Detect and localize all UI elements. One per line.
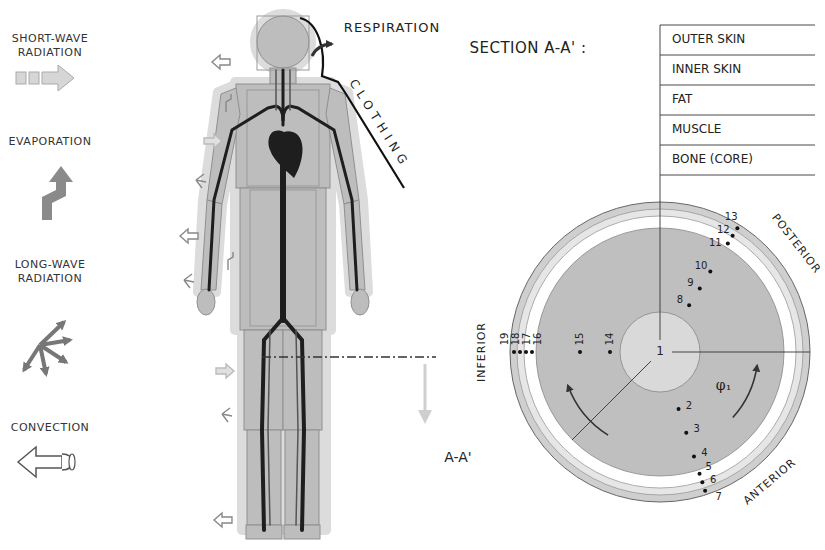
legend-text: CONVECTION [2, 421, 98, 435]
layer-name: BONE (CORE) [672, 153, 753, 166]
layer-name: MUSCLE [672, 123, 721, 136]
callout-number: 6 [710, 475, 716, 485]
section-dividers [572, 25, 810, 440]
segment-boxes [247, 16, 319, 326]
node-dot [687, 303, 691, 307]
callout-number: 5 [706, 462, 712, 472]
long-wave-icon [24, 322, 70, 374]
node-dot [735, 226, 739, 230]
layer-name: FAT [672, 93, 692, 106]
callout-number: 10 [695, 261, 708, 271]
callout-number: 16 [533, 333, 543, 346]
body-halo [198, 14, 368, 530]
node-dot [698, 472, 702, 476]
clothing-line [300, 18, 404, 188]
callout-number: 18 [511, 333, 521, 346]
callout-number: 17 [522, 333, 532, 346]
node-dot [698, 286, 702, 290]
callout-number: 8 [677, 295, 683, 305]
node-dot [700, 480, 704, 484]
process-label: RESPIRATION [344, 21, 440, 35]
node-dot [684, 431, 688, 435]
angle-symbol: φ₁ [716, 378, 731, 393]
node-points [512, 226, 739, 493]
respiration-arrow [312, 44, 332, 56]
node-dot [518, 350, 522, 354]
layer-name: OUTER SKIN [672, 33, 745, 46]
callout-number: 11 [709, 238, 722, 248]
short-wave-icon [16, 65, 74, 91]
arteries [209, 70, 357, 530]
evaporation-icon [42, 166, 73, 220]
section-label: A-A' [444, 450, 471, 465]
exchange-glyphs [180, 55, 234, 527]
node-dot [512, 350, 516, 354]
layer-name: INNER SKIN [672, 63, 741, 76]
callout-number: 13 [725, 212, 738, 222]
callout-number: 9 [687, 278, 693, 288]
legend-text: SHORT-WAVE RADIATION [2, 32, 98, 60]
callout-number: 14 [605, 333, 615, 346]
section-arrow [424, 364, 427, 420]
convection-icon [18, 447, 75, 477]
node-dot [578, 350, 582, 354]
section-line [262, 356, 436, 358]
callout-number: 19 [500, 333, 510, 346]
angle-arrow [733, 366, 757, 418]
callout-number: 4 [701, 448, 707, 458]
sector-label: INFERIOR [476, 322, 488, 382]
node-dot [726, 241, 730, 245]
node-dot [703, 489, 707, 493]
angle-arrow [568, 386, 608, 436]
node-dot [708, 269, 712, 273]
callout-number: 2 [686, 401, 692, 411]
heart [269, 131, 303, 178]
node-dot [692, 455, 696, 459]
node-dot [524, 350, 528, 354]
callout-number: 7 [715, 492, 721, 502]
legend-text: EVAPORATION [2, 135, 98, 149]
node-dot [731, 234, 735, 238]
node-dot [608, 350, 612, 354]
node-dot [677, 407, 681, 411]
callout-number: 1 [656, 345, 664, 358]
callout-number: 3 [694, 424, 700, 434]
layer-table [660, 25, 815, 175]
callout-number: 15 [575, 333, 585, 346]
body-segments [197, 16, 369, 539]
callout-number: 12 [717, 225, 730, 235]
angle-arrows [568, 366, 757, 435]
legend-text: LONG-WAVE RADIATION [2, 258, 98, 286]
section-title: SECTION A-A' : [469, 40, 586, 57]
node-dot [530, 350, 534, 354]
